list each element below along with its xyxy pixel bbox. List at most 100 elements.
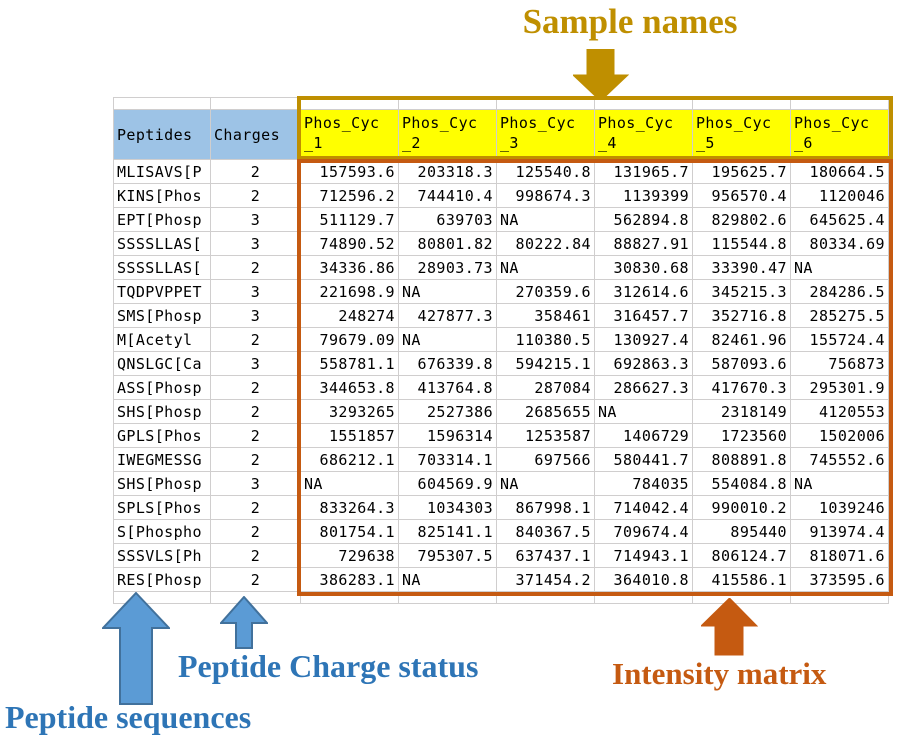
- charge-cell[interactable]: 2: [210, 495, 301, 520]
- charge-cell[interactable]: 2: [210, 375, 301, 400]
- intensity-cell[interactable]: 386283.1: [300, 567, 399, 592]
- intensity-cell[interactable]: 604569.9: [398, 471, 497, 496]
- peptide-cell[interactable]: EPT[Phosp: [113, 207, 211, 232]
- sample-header-cell[interactable]: Phos_Cyc_2: [398, 109, 497, 160]
- charge-cell[interactable]: 3: [210, 351, 301, 376]
- intensity-cell[interactable]: NA: [398, 327, 497, 352]
- intensity-cell[interactable]: NA: [790, 255, 889, 280]
- intensity-cell[interactable]: NA: [398, 567, 497, 592]
- intensity-cell[interactable]: 270359.6: [496, 279, 595, 304]
- intensity-cell[interactable]: 1039246: [790, 495, 889, 520]
- intensity-cell[interactable]: 825141.1: [398, 519, 497, 544]
- intensity-cell[interactable]: 956570.4: [692, 183, 791, 208]
- intensity-cell[interactable]: 74890.52: [300, 231, 399, 256]
- intensity-cell[interactable]: 415586.1: [692, 567, 791, 592]
- intensity-cell[interactable]: 703314.1: [398, 447, 497, 472]
- intensity-cell[interactable]: 284286.5: [790, 279, 889, 304]
- intensity-cell[interactable]: 998674.3: [496, 183, 595, 208]
- intensity-cell[interactable]: 1596314: [398, 423, 497, 448]
- charge-cell[interactable]: 3: [210, 231, 301, 256]
- peptide-cell[interactable]: QNSLGC[Ca: [113, 351, 211, 376]
- intensity-cell[interactable]: 30830.68: [594, 255, 693, 280]
- intensity-cell[interactable]: 709674.4: [594, 519, 693, 544]
- intensity-cell[interactable]: 417670.3: [692, 375, 791, 400]
- intensity-cell[interactable]: 686212.1: [300, 447, 399, 472]
- intensity-cell[interactable]: 913974.4: [790, 519, 889, 544]
- charge-cell[interactable]: 2: [210, 399, 301, 424]
- intensity-cell[interactable]: 2527386: [398, 399, 497, 424]
- intensity-cell[interactable]: 80222.84: [496, 231, 595, 256]
- intensity-cell[interactable]: 155724.4: [790, 327, 889, 352]
- intensity-cell[interactable]: 756873: [790, 351, 889, 376]
- peptide-cell[interactable]: SHS[Phosp: [113, 471, 211, 496]
- intensity-cell[interactable]: 79679.09: [300, 327, 399, 352]
- intensity-cell[interactable]: 345215.3: [692, 279, 791, 304]
- peptide-cell[interactable]: SSSSLLAS[: [113, 231, 211, 256]
- sample-header-cell[interactable]: Phos_Cyc_3: [496, 109, 595, 160]
- intensity-cell[interactable]: 801754.1: [300, 519, 399, 544]
- intensity-cell[interactable]: 712596.2: [300, 183, 399, 208]
- peptide-cell[interactable]: MLISAVS[P: [113, 159, 211, 184]
- intensity-cell[interactable]: 840367.5: [496, 519, 595, 544]
- intensity-cell[interactable]: 131965.7: [594, 159, 693, 184]
- intensity-cell[interactable]: NA: [300, 471, 399, 496]
- intensity-cell[interactable]: 115544.8: [692, 231, 791, 256]
- intensity-cell[interactable]: 80334.69: [790, 231, 889, 256]
- intensity-cell[interactable]: 344653.8: [300, 375, 399, 400]
- sample-header-cell[interactable]: Phos_Cyc_5: [692, 109, 791, 160]
- intensity-cell[interactable]: 587093.6: [692, 351, 791, 376]
- intensity-cell[interactable]: 33390.47: [692, 255, 791, 280]
- charge-cell[interactable]: 3: [210, 207, 301, 232]
- intensity-cell[interactable]: 637437.1: [496, 543, 595, 568]
- intensity-cell[interactable]: 645625.4: [790, 207, 889, 232]
- peptide-cell[interactable]: SMS[Phosp: [113, 303, 211, 328]
- intensity-cell[interactable]: 287084: [496, 375, 595, 400]
- intensity-cell[interactable]: 580441.7: [594, 447, 693, 472]
- intensity-cell[interactable]: 157593.6: [300, 159, 399, 184]
- intensity-cell[interactable]: 2685655: [496, 399, 595, 424]
- intensity-cell[interactable]: 203318.3: [398, 159, 497, 184]
- intensity-cell[interactable]: 745552.6: [790, 447, 889, 472]
- peptide-cell[interactable]: ASS[Phosp: [113, 375, 211, 400]
- intensity-cell[interactable]: NA: [398, 279, 497, 304]
- intensity-cell[interactable]: NA: [594, 399, 693, 424]
- intensity-cell[interactable]: 818071.6: [790, 543, 889, 568]
- peptide-cell[interactable]: TQDPVPPET: [113, 279, 211, 304]
- intensity-cell[interactable]: 1253587: [496, 423, 595, 448]
- intensity-cell[interactable]: NA: [496, 255, 595, 280]
- intensity-cell[interactable]: 1120046: [790, 183, 889, 208]
- intensity-cell[interactable]: 808891.8: [692, 447, 791, 472]
- intensity-cell[interactable]: 312614.6: [594, 279, 693, 304]
- intensity-cell[interactable]: 714943.1: [594, 543, 693, 568]
- intensity-cell[interactable]: 744410.4: [398, 183, 497, 208]
- charge-cell[interactable]: 3: [210, 303, 301, 328]
- intensity-cell[interactable]: 180664.5: [790, 159, 889, 184]
- charge-cell[interactable]: 2: [210, 567, 301, 592]
- charge-cell[interactable]: 3: [210, 471, 301, 496]
- peptides-header-cell[interactable]: Peptides: [113, 109, 211, 160]
- intensity-cell[interactable]: NA: [790, 471, 889, 496]
- sample-header-cell[interactable]: Phos_Cyc_6: [790, 109, 889, 160]
- charge-cell[interactable]: 2: [210, 183, 301, 208]
- peptide-cell[interactable]: IWEGMESSG: [113, 447, 211, 472]
- intensity-cell[interactable]: 285275.5: [790, 303, 889, 328]
- charges-header-cell[interactable]: Charges: [210, 109, 301, 160]
- charge-cell[interactable]: 2: [210, 543, 301, 568]
- intensity-cell[interactable]: 364010.8: [594, 567, 693, 592]
- intensity-cell[interactable]: 4120553: [790, 399, 889, 424]
- intensity-cell[interactable]: 80801.82: [398, 231, 497, 256]
- charge-cell[interactable]: 2: [210, 447, 301, 472]
- peptide-cell[interactable]: KINS[Phos: [113, 183, 211, 208]
- peptide-cell[interactable]: SHS[Phosp: [113, 399, 211, 424]
- charge-cell[interactable]: 3: [210, 279, 301, 304]
- peptide-cell[interactable]: SSSSLLAS[: [113, 255, 211, 280]
- intensity-cell[interactable]: 806124.7: [692, 543, 791, 568]
- intensity-cell[interactable]: 1502006: [790, 423, 889, 448]
- intensity-cell[interactable]: 990010.2: [692, 495, 791, 520]
- charge-cell[interactable]: 2: [210, 159, 301, 184]
- intensity-cell[interactable]: 3293265: [300, 399, 399, 424]
- intensity-cell[interactable]: 358461: [496, 303, 595, 328]
- intensity-cell[interactable]: 867998.1: [496, 495, 595, 520]
- peptide-cell[interactable]: SSSVLS[Ph: [113, 543, 211, 568]
- charge-cell[interactable]: 2: [210, 519, 301, 544]
